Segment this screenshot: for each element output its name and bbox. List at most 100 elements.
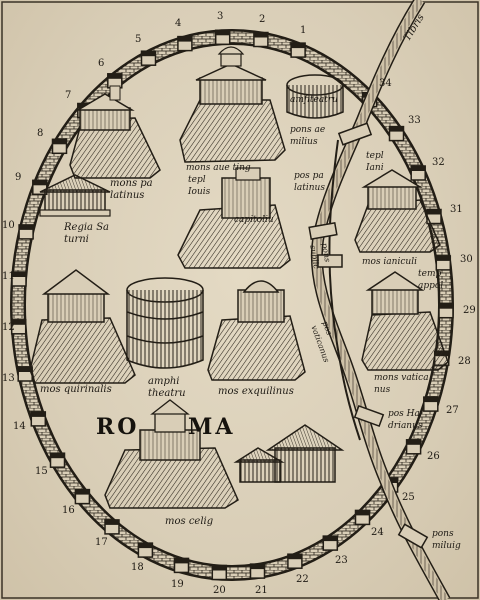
tower-number: 21 (255, 585, 268, 596)
wall-tower-cap (18, 367, 33, 372)
label-mons-quirinalis: mos quirinalis (40, 384, 112, 395)
tower-number: 11 (2, 271, 15, 282)
temple-building (233, 424, 345, 483)
label-amfiteatrum: amfiteatru (290, 95, 338, 105)
tower-number: 14 (13, 421, 26, 432)
tiber-river (310, 0, 451, 600)
hill-palatinus (69, 85, 161, 179)
wall-tower-cap (355, 510, 370, 516)
regia-saturni-building (39, 174, 111, 217)
wall-tower-cap (250, 564, 265, 570)
hill-ianiculus (354, 169, 441, 253)
hill-vaticanus (361, 271, 449, 371)
label-pons-milvius: pons miluig (432, 529, 461, 551)
tower-number: 26 (427, 451, 440, 462)
tower-number: 19 (171, 579, 184, 590)
tower-number: 25 (402, 492, 415, 503)
tower-number: 2 (259, 14, 266, 25)
wall-tower-cap (107, 73, 122, 79)
tower-number: 10 (2, 220, 15, 231)
wall-tower-cap (174, 558, 189, 564)
tower-number: 15 (35, 466, 48, 477)
tower-number: 28 (458, 356, 471, 367)
wall-tower-cap (406, 439, 421, 445)
tower-number: 6 (98, 58, 105, 69)
wall-tower-cap (11, 319, 26, 325)
tower-number: 33 (408, 115, 421, 126)
label-capitolium: capitoliu (234, 215, 274, 225)
hill-quirinalis (29, 269, 136, 384)
wall-tower-cap (52, 139, 67, 145)
wall-tower-cap (436, 255, 451, 261)
city-name-part-2: MA (188, 414, 236, 440)
bridges (308, 122, 429, 549)
tower-number: 20 (213, 585, 226, 596)
label-mons-esquilinus: mos exquilinus (218, 386, 294, 397)
wall-tower-cap (427, 209, 441, 215)
tower-number: 3 (217, 11, 224, 22)
tower-number: 17 (95, 537, 108, 548)
wall-tower-cap (50, 453, 65, 459)
wall-tower-cap (411, 166, 426, 171)
hill-aventinus (179, 46, 286, 163)
label-pons-aemilius: pons ae milius (290, 125, 326, 147)
label-pons-adrianus: pos Ha drianus (388, 409, 423, 431)
amphitheatrum-building (126, 277, 204, 369)
wall-tower-cap (105, 519, 119, 525)
wall-tower-cap (323, 536, 338, 542)
tower-number: 23 (335, 555, 348, 566)
tower-number: 5 (135, 34, 142, 45)
label-pons-palatinus: pos pa latinus (294, 171, 325, 193)
tower-number: 34 (379, 78, 392, 89)
tower-number: 16 (62, 505, 75, 516)
tower-number: 31 (450, 204, 463, 215)
label-mons-palatinus: mons pa latinus (110, 178, 153, 201)
wall-tower-cap (138, 543, 153, 549)
tower-number: 1 (300, 25, 307, 36)
tower-number: 4 (175, 18, 182, 29)
tower-number: 13 (2, 373, 15, 384)
tower-number: 27 (446, 405, 459, 416)
wall-tower-cap (12, 272, 26, 277)
label-pons-sublicius: pons sublic (308, 242, 333, 270)
wall-tower-cap (439, 303, 453, 309)
wall-tower-cap (141, 51, 156, 57)
tower-number: 7 (65, 90, 72, 101)
wall-tower-cap (75, 489, 90, 495)
tower-number: 32 (432, 157, 445, 168)
label-mons-aventinus: mons aue ting (186, 163, 251, 173)
amfiteatrum-building (286, 74, 344, 119)
wall-tower-cap (291, 43, 306, 49)
wall-tower-cap (287, 554, 302, 560)
tower-number: 12 (2, 322, 15, 333)
label-templum-apollinis: temp appol (418, 269, 444, 291)
tower-number: 8 (37, 128, 44, 139)
tower-number: 30 (460, 254, 473, 265)
wall-tower-cap (215, 30, 230, 36)
label-regia-saturni: Regia Sa turni (64, 222, 109, 245)
wall-tower-cap (389, 126, 404, 132)
wall-tower-cap (19, 224, 34, 230)
label-mons-celius: mos celig (165, 516, 214, 527)
wall-tower-cap (212, 565, 227, 571)
label-mons-vaticanus: mons vatica nus (374, 373, 429, 395)
label-templum-iovis: tepl Iouis (188, 175, 211, 197)
wall-tower-cap (177, 36, 192, 42)
tower-number: 18 (131, 562, 144, 573)
wall-tower-cap (423, 397, 438, 403)
wall-tower-cap (32, 180, 47, 186)
label-amphitheatrum: amphi theatru (148, 376, 186, 399)
river-channel (328, 139, 361, 441)
hill-esquilinus (207, 280, 306, 381)
label-templum-iani: tepl Iani (366, 151, 384, 173)
tower-number: 29 (463, 305, 476, 316)
tower-number: 24 (371, 527, 384, 538)
tower-number: 22 (296, 574, 309, 585)
wall-tower-cap (253, 32, 268, 38)
city-name-part-1: RO (96, 414, 140, 440)
hill-celius (104, 399, 239, 509)
label-mons-ianiculus: mos ianiculi (362, 257, 417, 267)
hill-capitolium (177, 167, 291, 269)
